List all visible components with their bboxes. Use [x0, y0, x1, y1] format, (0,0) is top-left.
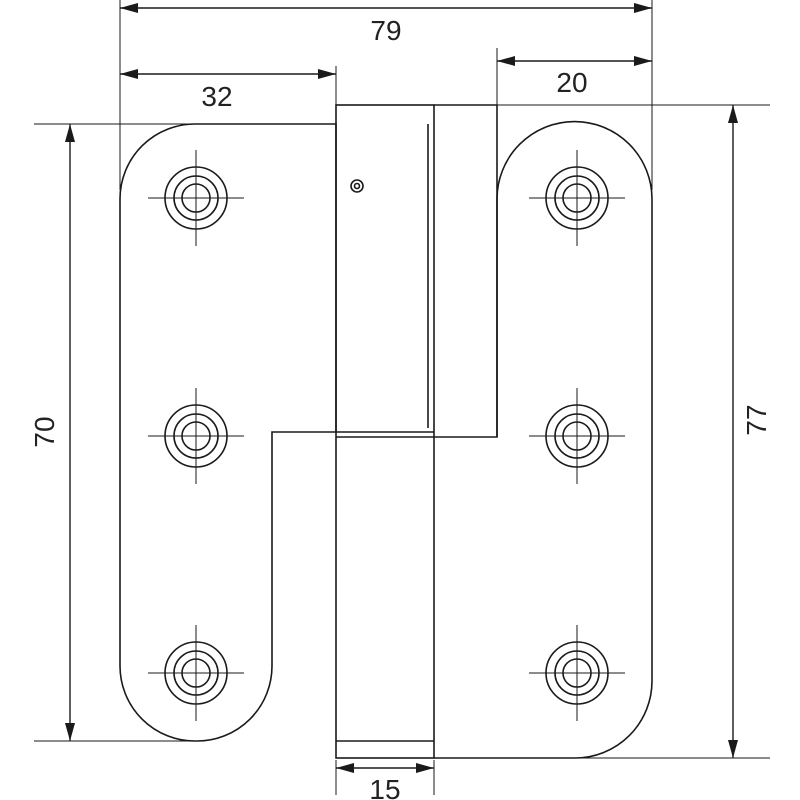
- right-leaf-outline: [434, 120, 653, 759]
- left-leaf: [119, 123, 337, 742]
- dim-left-leaf-width-label: 32: [201, 81, 232, 112]
- screw-hole: [529, 625, 625, 721]
- screw-holes: [148, 150, 625, 721]
- screw-hole: [529, 388, 625, 484]
- screw-hole: [148, 388, 244, 484]
- dimension-left-leaf-height: 70: [29, 124, 75, 741]
- hinge-body: [119, 104, 653, 759]
- screw-hole: [148, 150, 244, 246]
- dim-knuckle-width-label: 15: [369, 774, 400, 800]
- dimension-right-leaf-height: 77: [728, 105, 772, 758]
- right-leaf: [434, 104, 498, 438]
- dimension-right-leaf-width: 20: [497, 56, 652, 98]
- screw-hole: [148, 625, 244, 721]
- screw-hole: [529, 150, 625, 246]
- pin-marker-outer: [350, 179, 364, 193]
- extension-lines: [34, 0, 770, 795]
- dim-overall-width-label: 79: [370, 15, 401, 46]
- dim-right-leaf-width-label: 20: [556, 67, 587, 98]
- dimension-knuckle-width: 15: [336, 763, 434, 800]
- pin-marker-inner: [353, 182, 361, 190]
- dimension-overall-width: 79: [120, 3, 652, 46]
- dim-left-leaf-height-label: 70: [29, 416, 60, 447]
- dim-right-leaf-height-label: 77: [741, 404, 772, 435]
- dimension-left-leaf-width: 32: [120, 69, 336, 112]
